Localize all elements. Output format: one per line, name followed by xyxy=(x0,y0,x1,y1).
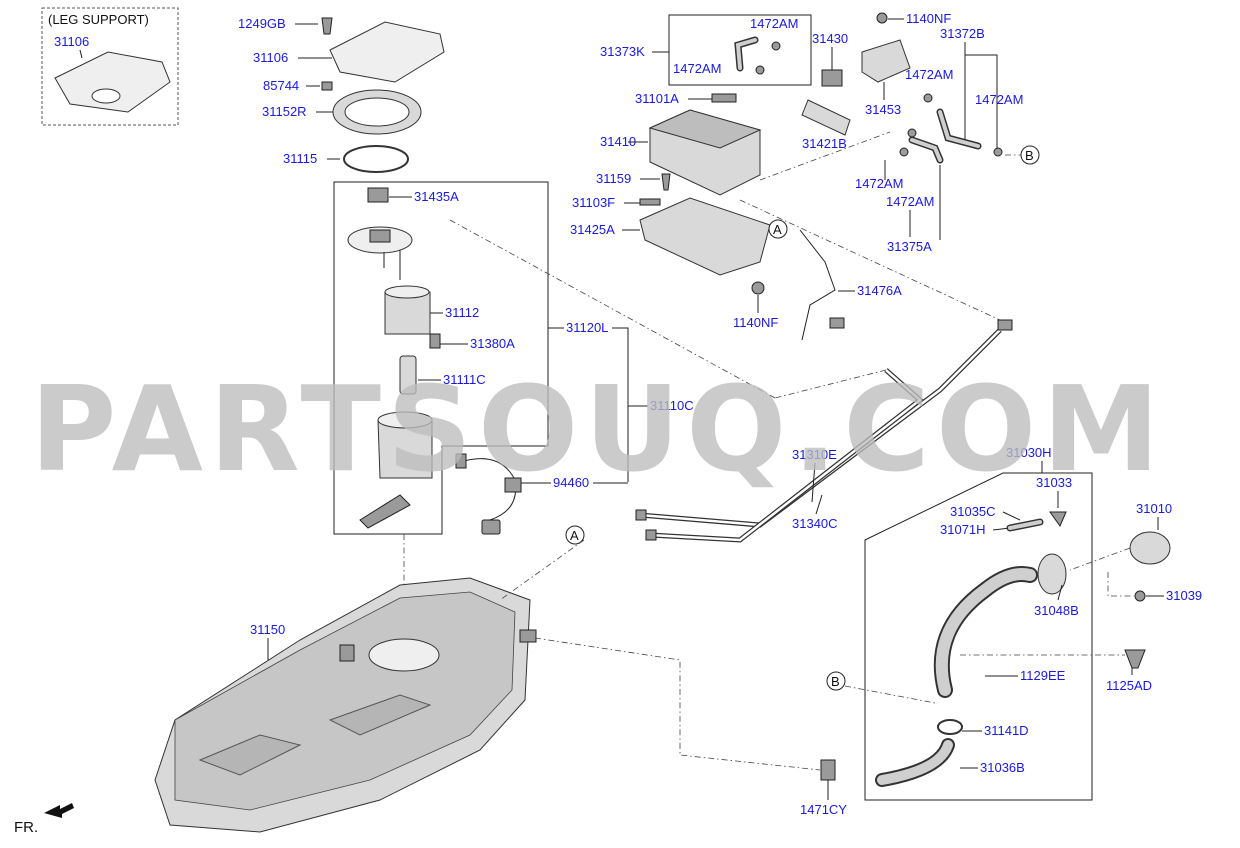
regulator-31380A xyxy=(429,333,441,349)
label-31071H[interactable]: 31071H xyxy=(940,522,986,537)
label-1472AM-c[interactable]: 1472AM xyxy=(905,67,953,82)
callout-a-upper-text: A xyxy=(773,222,782,237)
label-31150[interactable]: 31150 xyxy=(250,622,285,637)
label-85744[interactable]: 85744 xyxy=(263,78,299,93)
bracket-31453 xyxy=(861,39,911,83)
label-1472AM-b[interactable]: 1472AM xyxy=(673,61,721,76)
label-31430[interactable]: 31430 xyxy=(812,31,848,46)
label-31476A[interactable]: 31476A xyxy=(857,283,902,298)
bracket-1471CY xyxy=(820,759,836,781)
leg-support-part-31106[interactable]: 31106 xyxy=(54,34,89,49)
label-31010[interactable]: 31010 xyxy=(1136,501,1172,516)
valve-31430 xyxy=(821,69,843,87)
clip-31039 xyxy=(1134,590,1146,602)
label-31425A[interactable]: 31425A xyxy=(570,222,615,237)
front-arrow-icon xyxy=(44,803,74,818)
label-31115[interactable]: 31115 xyxy=(283,151,317,166)
fuel-cap-31010 xyxy=(1129,531,1171,565)
label-31120L[interactable]: 31120L xyxy=(566,320,608,335)
screw-1249GB xyxy=(321,17,333,35)
label-31152R[interactable]: 31152R xyxy=(262,104,307,119)
cover-31106 xyxy=(329,21,445,83)
filter-31421B xyxy=(801,99,851,136)
label-1472AM-f[interactable]: 1472AM xyxy=(886,194,934,209)
label-31141D[interactable]: 31141D xyxy=(984,723,1029,738)
fuel-lines: 31310E 31340C xyxy=(449,219,1013,543)
pump-31111C xyxy=(399,355,417,395)
label-1125AD[interactable]: 1125AD xyxy=(1106,678,1152,693)
label-31030H[interactable]: 31030H xyxy=(1006,445,1052,460)
label-31110C[interactable]: 31110C xyxy=(650,398,694,413)
pad-31103F xyxy=(639,198,661,206)
callout-b-upper-text: B xyxy=(1025,148,1034,163)
label-31375A[interactable]: 31375A xyxy=(887,239,932,254)
fuel-pump-module: 31435A 31112 31380A 31111C 31120L 31110C… xyxy=(333,181,694,585)
front-marker-text: FR. xyxy=(14,819,38,836)
seal-31115 xyxy=(343,145,409,173)
label-31106[interactable]: 31106 xyxy=(253,50,288,65)
label-31435A[interactable]: 31435A xyxy=(414,189,459,204)
bolt-1125AD xyxy=(1124,649,1146,669)
bolt-1140NF-a xyxy=(876,12,888,24)
filler-neck-head xyxy=(1037,553,1067,595)
label-94460[interactable]: 94460 xyxy=(553,475,589,490)
pad-31101A xyxy=(711,93,737,103)
label-31340C[interactable]: 31340C xyxy=(792,516,838,531)
label-1249GB[interactable]: 1249GB xyxy=(238,16,286,31)
label-31380A[interactable]: 31380A xyxy=(470,336,515,351)
label-31112[interactable]: 31112 xyxy=(445,305,479,320)
label-31310E[interactable]: 31310E xyxy=(792,447,837,462)
connector-31435A xyxy=(367,187,389,203)
bracket-31425A xyxy=(639,197,771,276)
watermark: PARTSOUQ.COM xyxy=(30,360,1166,498)
leg-support-box: (LEG SUPPORT) 31106 xyxy=(41,7,179,126)
label-31373K[interactable]: 31373K xyxy=(600,44,645,59)
label-1472AM-a[interactable]: 1472AM xyxy=(750,16,798,31)
label-31048B[interactable]: 31048B xyxy=(1034,603,1079,618)
pump-cover-parts: 1249GB 31106 85744 31152R 31115 xyxy=(238,16,445,173)
label-31410[interactable]: 31410 xyxy=(600,134,636,149)
label-31036B[interactable]: 31036B xyxy=(980,760,1025,775)
bolt-31159 xyxy=(661,173,671,191)
label-31421B[interactable]: 31421B xyxy=(802,136,847,151)
leg-support-pad xyxy=(54,51,171,113)
label-1129EE[interactable]: 1129EE xyxy=(1020,668,1066,683)
clip-31033 xyxy=(1049,511,1067,528)
canister-group: 31373K 1472AM 1472AM 31430 1140NF 31453 … xyxy=(570,11,1040,341)
label-31101A[interactable]: 31101A xyxy=(635,91,679,106)
clip-85744 xyxy=(321,81,333,91)
clamp-31141D xyxy=(937,719,963,735)
bolt-1140NF-b xyxy=(751,281,765,295)
label-1472AM-d[interactable]: 1472AM xyxy=(975,92,1023,107)
label-31111C[interactable]: 31111C xyxy=(443,372,486,387)
label-31372B[interactable]: 31372B xyxy=(940,26,985,41)
sender-arm xyxy=(359,494,411,529)
label-1140NF-a[interactable]: 1140NF xyxy=(906,11,951,26)
callout-a-lower-text: A xyxy=(570,528,579,543)
label-31035C[interactable]: 31035C xyxy=(950,504,996,519)
label-31039[interactable]: 31039 xyxy=(1166,588,1202,603)
callout-b-lower-text: B xyxy=(831,674,840,689)
front-marker: FR. xyxy=(14,803,74,836)
label-31159[interactable]: 31159 xyxy=(596,171,631,186)
label-1472AM-e[interactable]: 1472AM xyxy=(855,176,903,191)
label-31033[interactable]: 31033 xyxy=(1036,475,1072,490)
label-31453[interactable]: 31453 xyxy=(865,102,901,117)
callout-a-lower: A xyxy=(499,525,585,601)
leg-support-title: (LEG SUPPORT) xyxy=(48,12,149,27)
label-1471CY[interactable]: 1471CY xyxy=(800,802,847,817)
label-1140NF-b[interactable]: 1140NF xyxy=(733,315,778,330)
wire-31476A xyxy=(799,229,836,341)
label-31103F[interactable]: 31103F xyxy=(572,195,615,210)
fuel-tank-31150: 31150 xyxy=(154,577,537,833)
filler-neck-group: 31030H 31033 31035C 31071H 31010 31048B … xyxy=(534,445,1202,817)
